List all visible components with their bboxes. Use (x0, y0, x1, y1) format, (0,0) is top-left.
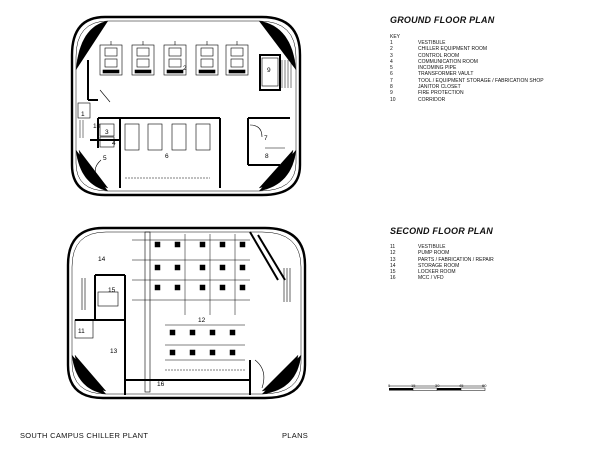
room-label-16: 16 (157, 381, 165, 388)
room-label-3: 3 (105, 129, 109, 136)
legend-text: PUMP ROOM (418, 250, 450, 257)
legend-number: 12 (390, 250, 396, 257)
legend-number: 1 (390, 40, 393, 46)
legend-item: 6 TRANSFORMER VAULT (390, 71, 544, 77)
legend-text: MCC / VFD (418, 275, 444, 282)
room-label-13: 13 (110, 348, 118, 355)
chiller-units (99, 41, 249, 76)
legend-number: 7 (390, 77, 393, 84)
legend-text: FIRE PROTECTION (418, 90, 464, 97)
room-label-12: 12 (198, 317, 206, 324)
room-label-7: 7 (264, 135, 268, 142)
legend-text: TOOL / EQUIPMENT STORAGE / FABRICATION S… (418, 77, 544, 84)
room-label-1: 1 (81, 111, 85, 118)
legend-number: 14 (390, 262, 396, 269)
legend-item: 4 COMMUNICATION ROOM (390, 59, 544, 65)
legend-text: CONTROL ROOM (418, 52, 460, 59)
ground-floor-plan-drawing: 1 2 3 4 5 6 7 8 9 10 (70, 15, 302, 197)
legend-number: 11 (390, 244, 396, 250)
second-floor-legend: 11 VESTIBULE 12 PUMP ROOM 13 PARTS / FABRIC… (390, 244, 494, 282)
room-label-4: 4 (112, 140, 116, 147)
legend-item: 13 PARTS / FABRICATION / REPAIR (390, 257, 494, 263)
legend-text: LOCKER ROOM (418, 269, 456, 276)
key-label: KEY (390, 34, 401, 40)
second-floor-plan-title: SECOND FLOOR PLAN (390, 226, 493, 236)
scale-bar: 0 15 30 45 60 (388, 383, 488, 399)
scale-bar-graphic (389, 385, 486, 391)
scale-tick-30: 30 (435, 383, 440, 388)
room-label-10: 10 (93, 123, 101, 130)
legend-number: 8 (390, 84, 393, 91)
legend-number: 15 (390, 269, 396, 276)
legend-item: 2 CHILLER EQUIPMENT ROOM (390, 46, 544, 52)
room-label-15: 15 (108, 287, 116, 294)
room-label-5: 5 (103, 155, 107, 162)
legend-number: 16 (390, 275, 396, 282)
scale-tick-15: 15 (411, 383, 416, 388)
legend-text: TRANSFORMER VAULT (418, 71, 474, 78)
sheet-title: PLANS (282, 431, 309, 440)
legend-item: 16 MCC / VFD (390, 275, 494, 281)
legend-number: 10 (390, 96, 396, 103)
legend-text: PARTS / FABRICATION / REPAIR (418, 256, 494, 263)
legend-number: 3 (390, 52, 393, 59)
legend-text: JANITOR CLOSET (418, 84, 461, 91)
scale-tick-60: 60 (482, 383, 487, 388)
legend-item: 3 CONTROL ROOM (390, 53, 544, 59)
room-label-8: 8 (265, 153, 269, 160)
ground-floor-plan-title: GROUND FLOOR PLAN (390, 15, 495, 25)
legend-item: 8 JANITOR CLOSET (390, 84, 544, 90)
legend-number: 5 (390, 65, 393, 72)
legend-item: 12 PUMP ROOM (390, 250, 494, 256)
legend-item: 14 STORAGE ROOM (390, 263, 494, 269)
scale-tick-45: 45 (459, 383, 464, 388)
legend-number: 4 (390, 58, 393, 65)
legend-item: 15 LOCKER ROOM (390, 269, 494, 275)
legend-text: COMMUNICATION ROOM (418, 58, 478, 65)
room-label-6: 6 (165, 153, 169, 160)
legend-text: CORRIDOR (418, 96, 446, 103)
legend-item: 9 FIRE PROTECTION (390, 90, 544, 96)
room-label-11: 11 (78, 328, 85, 335)
legend-text: STORAGE ROOM (418, 262, 460, 269)
ground-floor-legend: 1 VESTIBULE 2 CHILLER EQUIPMENT ROOM 3 CONT… (390, 40, 544, 103)
room-label-14: 14 (98, 256, 106, 263)
legend-item: 11 VESTIBULE (390, 244, 494, 250)
legend-number: 13 (390, 256, 396, 263)
second-floor-plan-drawing: 11 12 13 14 15 16 (66, 226, 307, 400)
legend-text: INCOMING PIPE (418, 65, 457, 72)
legend-text: VESTIBULE (418, 40, 446, 46)
scale-tick-0: 0 (388, 383, 391, 388)
legend-number: 2 (390, 46, 393, 53)
legend-item: 5 INCOMING PIPE (390, 65, 544, 71)
legend-item: 1 VESTIBULE (390, 40, 544, 46)
legend-number: 9 (390, 90, 393, 97)
legend-text: CHILLER EQUIPMENT ROOM (418, 46, 488, 53)
room-label-2: 2 (183, 65, 187, 72)
room-label-9: 9 (267, 67, 271, 74)
legend-item: 10 CORRIDOR (390, 97, 544, 103)
legend-text: VESTIBULE (418, 244, 446, 250)
legend-number: 6 (390, 71, 393, 78)
legend-item: 7 TOOL / EQUIPMENT STORAGE / FABRICATION … (390, 78, 544, 84)
project-title: SOUTH CAMPUS CHILLER PLANT (20, 431, 149, 440)
pump-equipment-grid (132, 234, 250, 361)
